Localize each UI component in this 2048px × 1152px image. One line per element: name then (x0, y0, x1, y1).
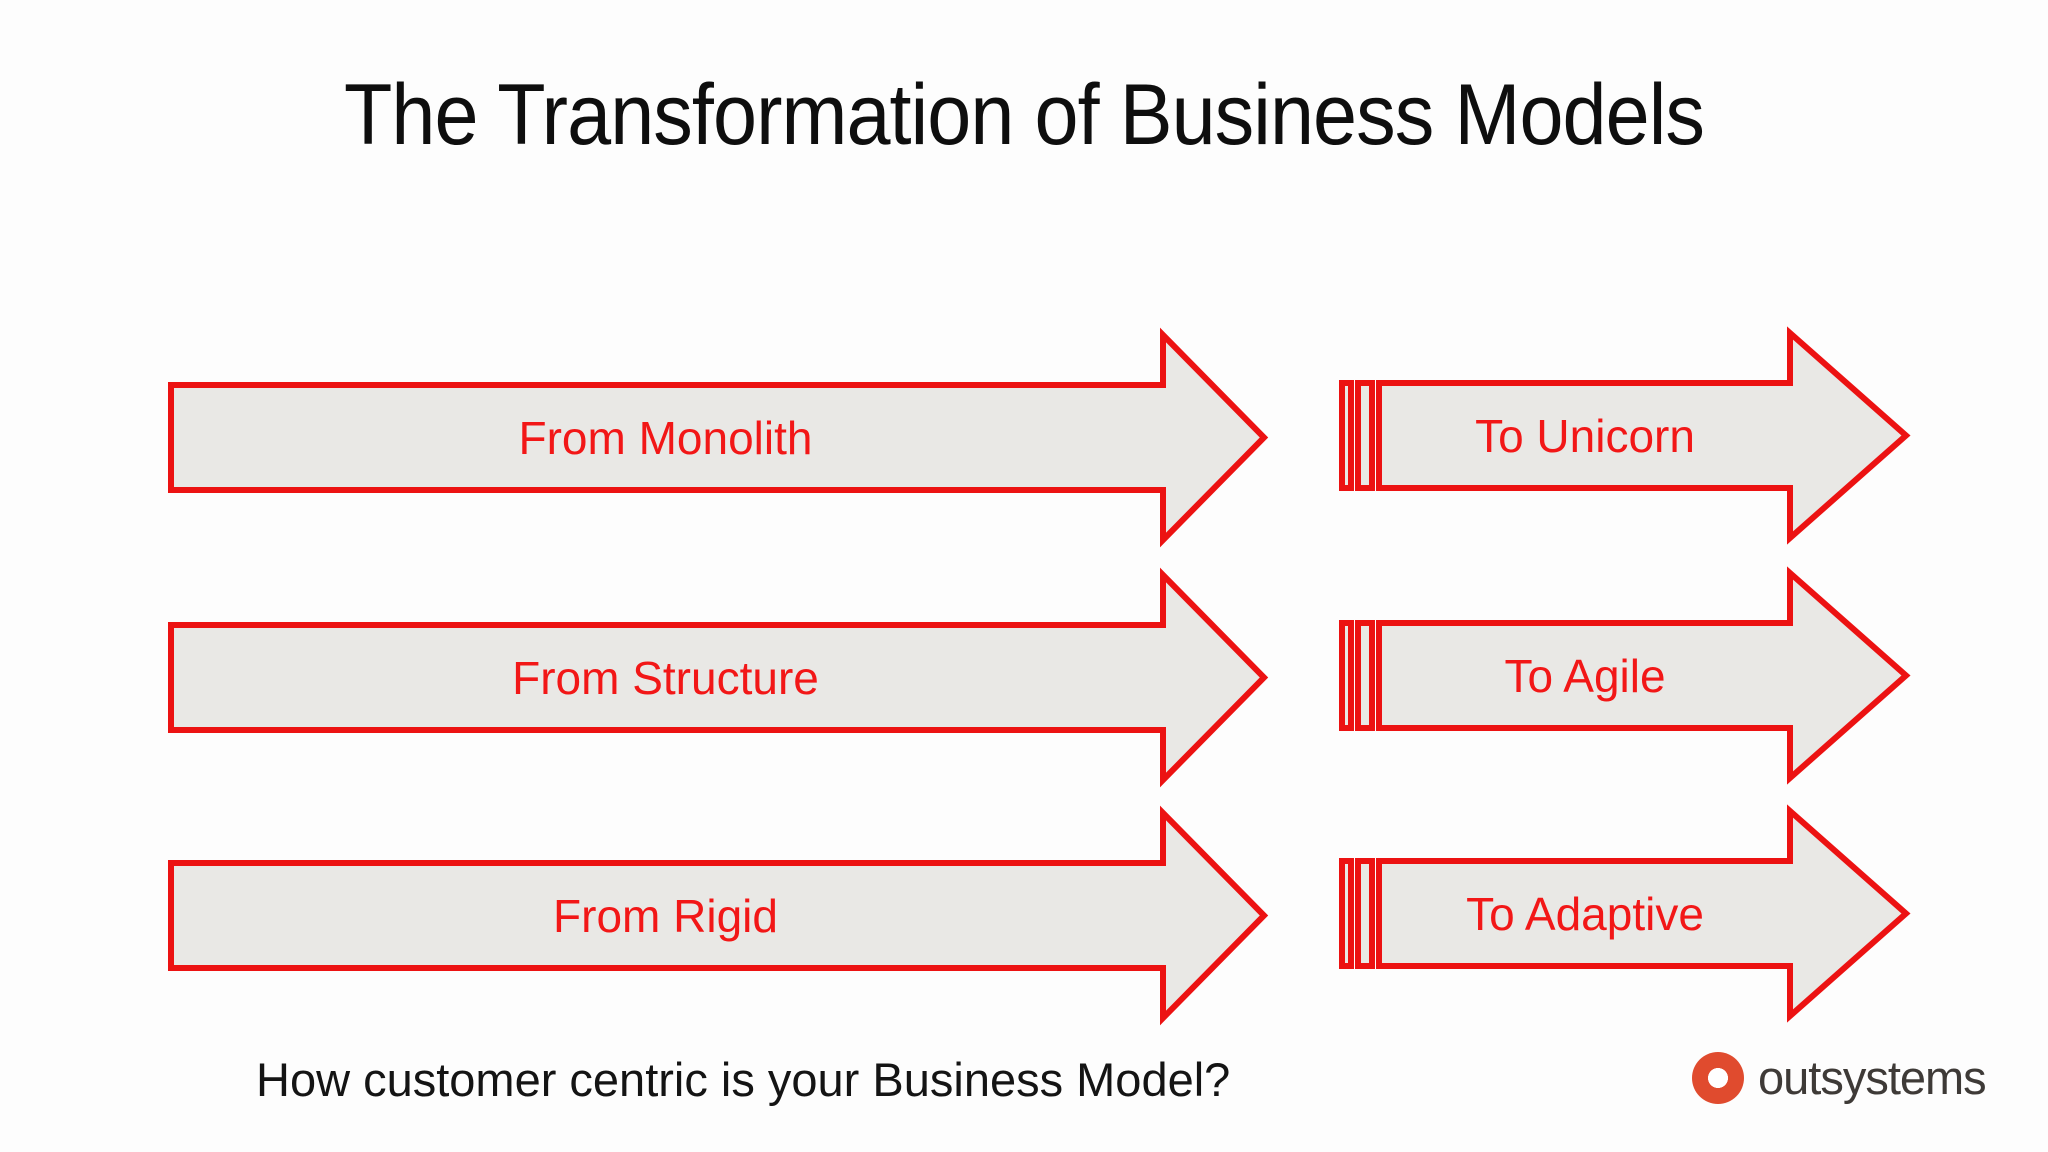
striped-right-arrow-shape-icon (1339, 566, 1911, 785)
outsystems-logo: outsystems (1692, 1050, 1987, 1105)
outsystems-donut-icon (1692, 1051, 1744, 1104)
arrow-to-unicorn: To Unicorn (1338, 326, 1913, 545)
outsystems-logo-text: outsystems (1758, 1051, 1987, 1104)
striped-right-arrow-shape-icon (1339, 804, 1911, 1023)
arrow-label-from-structure: From Structure (512, 651, 819, 704)
arrow-label-to-unicorn: To Unicorn (1475, 409, 1695, 462)
right-arrow-shape-icon (168, 567, 1269, 788)
arrow-from-rigid: From Rigid (168, 805, 1269, 1026)
right-arrow-shape-icon (168, 327, 1269, 548)
arrow-from-monolith: From Monolith (168, 327, 1269, 548)
arrow-label-from-rigid: From Rigid (553, 889, 778, 942)
arrow-to-adaptive: To Adaptive (1338, 804, 1913, 1023)
arrow-label-from-monolith: From Monolith (518, 411, 813, 464)
arrow-label-to-agile: To Agile (1504, 649, 1666, 702)
striped-right-arrow-shape-icon (1339, 326, 1911, 545)
arrow-from-structure: From Structure (168, 567, 1269, 788)
question-text: How customer centric is your Business Mo… (256, 1053, 1231, 1106)
arrow-to-agile: To Agile (1338, 566, 1913, 785)
page-title: The Transformation of Business Models (344, 67, 1705, 163)
right-arrow-shape-icon (168, 805, 1269, 1026)
arrow-label-to-adaptive: To Adaptive (1466, 887, 1704, 940)
